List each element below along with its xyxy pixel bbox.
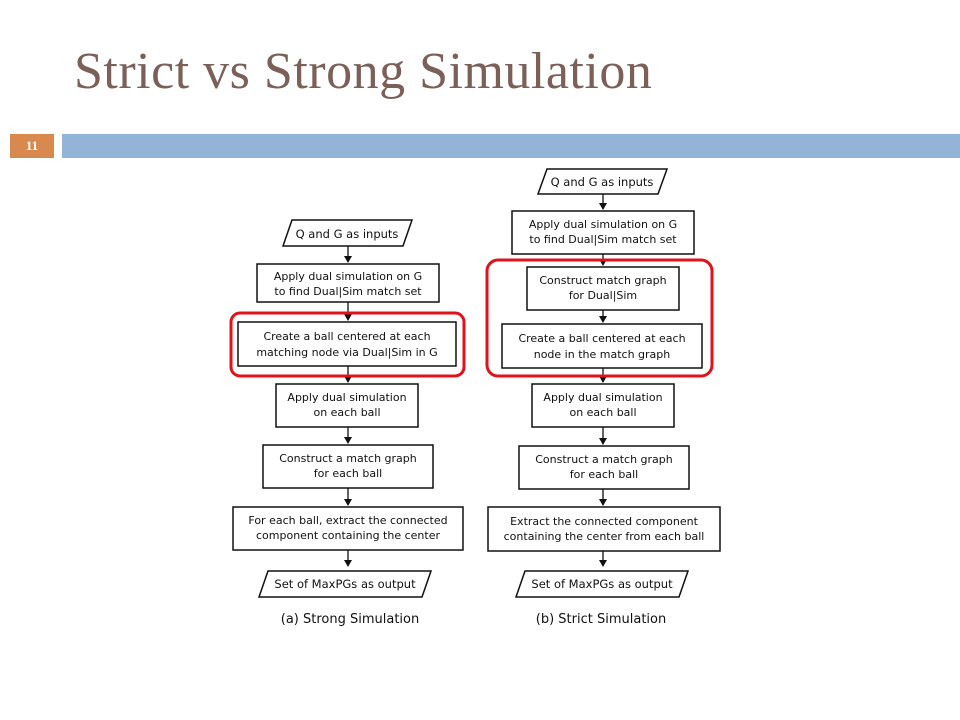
process-label: on each ball (313, 406, 380, 419)
process-label: Create a ball centered at each (263, 330, 430, 343)
strict-simulation-flowchart: Q and G as inputs Apply dual simulation … (485, 168, 721, 627)
process-label: for each ball (570, 468, 638, 481)
slide-title: Strict vs Strong Simulation (74, 43, 653, 100)
process-label: Apply dual simulation on G (274, 270, 422, 283)
output-label: Set of MaxPGs as output (531, 577, 673, 591)
process-label: to find Dual|Sim match set (529, 233, 677, 246)
input-label: Q and G as inputs (551, 175, 654, 189)
highlight-outline (229, 311, 466, 378)
process-box (518, 445, 690, 490)
process-box (531, 383, 675, 428)
process-label: Apply dual simulation (287, 391, 406, 404)
process-label: Create a ball centered at each (518, 332, 685, 345)
process-label: containing the center from each ball (504, 530, 705, 543)
process-label: Construct a match graph (535, 453, 673, 466)
process-box (275, 383, 419, 428)
strong-simulation-flowchart: Q and G as inputs Apply dual simulation … (229, 219, 466, 627)
output-parallelogram (257, 570, 433, 598)
output-parallelogram (514, 570, 690, 598)
process-box (232, 506, 464, 551)
process-label: For each ball, extract the connected (248, 514, 447, 527)
process-label: Apply dual simulation on G (529, 218, 677, 231)
process-label: to find Dual|Sim match set (274, 285, 422, 298)
process-box (256, 263, 440, 303)
process-label: Apply dual simulation (543, 391, 662, 404)
accent-bar (62, 134, 960, 158)
input-parallelogram (281, 219, 414, 247)
process-box (526, 266, 680, 311)
slide-number: 11 (10, 134, 54, 158)
highlight-outline (485, 258, 714, 378)
process-label: node in the match graph (534, 348, 671, 361)
strong-caption: (a) Strong Simulation (281, 612, 419, 627)
process-box (262, 444, 434, 489)
output-label: Set of MaxPGs as output (274, 577, 416, 591)
process-label: component containing the center (256, 529, 440, 542)
process-label: Construct a match graph (279, 452, 417, 465)
input-label: Q and G as inputs (296, 227, 399, 241)
process-box (501, 323, 703, 369)
process-box (511, 210, 695, 255)
input-parallelogram (536, 168, 669, 195)
process-label: for each ball (314, 467, 382, 480)
process-label: on each ball (569, 406, 636, 419)
strict-caption: (b) Strict Simulation (536, 612, 666, 627)
process-box (237, 321, 457, 367)
process-label: Extract the connected component (510, 515, 698, 528)
process-label: Construct match graph (539, 274, 666, 287)
process-box (487, 506, 721, 552)
process-label: for Dual|Sim (569, 289, 637, 302)
process-label: matching node via Dual|Sim in G (256, 346, 437, 359)
